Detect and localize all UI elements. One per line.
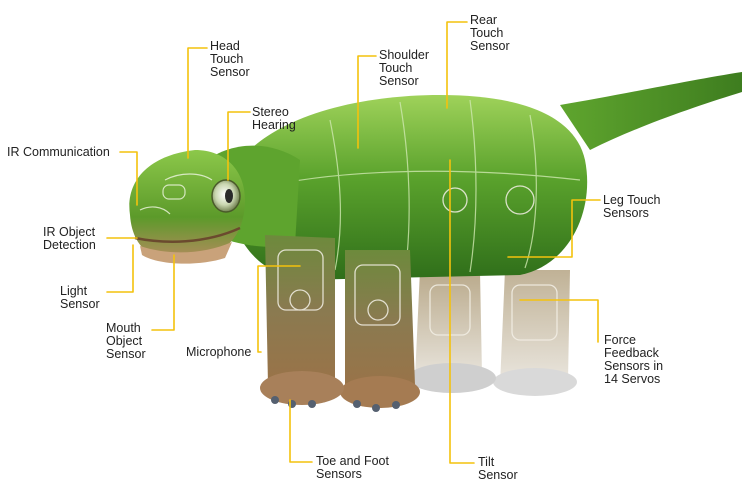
leader-rear-touch bbox=[447, 22, 467, 108]
label-stereo-hearing: Stereo Hearing bbox=[252, 106, 296, 132]
label-ir-object-detection: IR Object Detection bbox=[43, 226, 96, 252]
label-rear-touch-sensor: Rear Touch Sensor bbox=[470, 14, 510, 53]
leader-mouth-object-sensor bbox=[152, 255, 174, 330]
label-shoulder-touch-sensor: Shoulder Touch Sensor bbox=[379, 49, 429, 88]
label-toe-and-foot-sensors: Toe and Foot Sensors bbox=[316, 455, 389, 481]
label-head-touch-sensor: Head Touch Sensor bbox=[210, 40, 250, 79]
label-mouth-object-sensor: Mouth Object Sensor bbox=[106, 322, 146, 361]
leader-toe-foot bbox=[290, 400, 312, 462]
label-microphone: Microphone bbox=[186, 346, 251, 359]
leader-light-sensor bbox=[107, 245, 133, 292]
label-ir-communication: IR Communication bbox=[7, 146, 110, 159]
leader-head-touch bbox=[188, 48, 207, 158]
label-tilt-sensor: Tilt Sensor bbox=[478, 456, 518, 482]
label-force-feedback-sensors: Force Feedback Sensors in 14 Servos bbox=[604, 334, 663, 386]
label-light-sensor: Light Sensor bbox=[60, 285, 100, 311]
label-leg-touch-sensors: Leg Touch Sensors bbox=[603, 194, 660, 220]
